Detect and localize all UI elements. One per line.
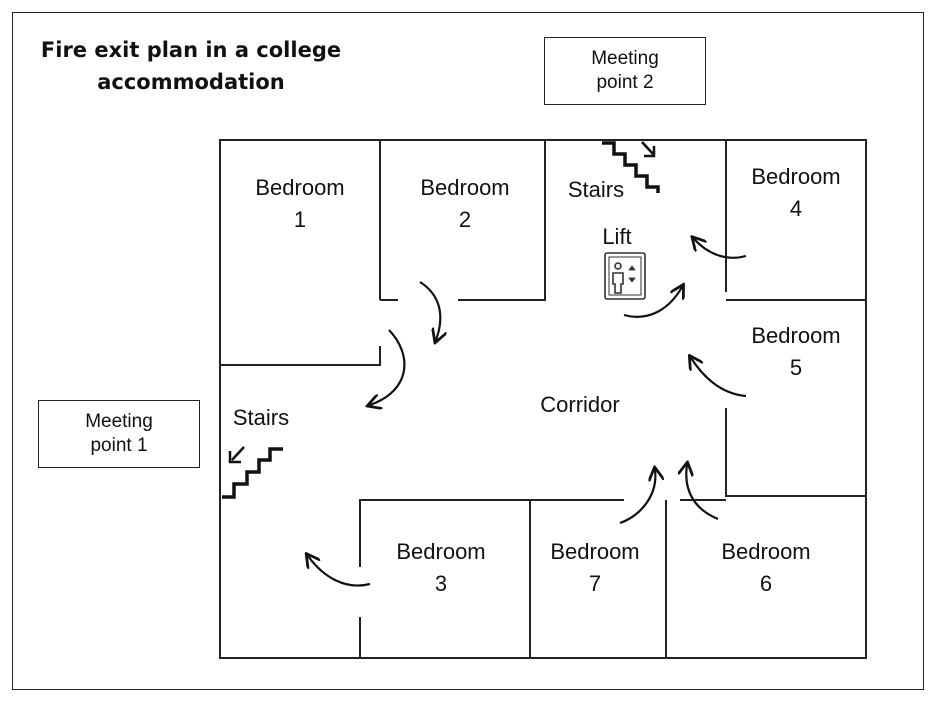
lift-label: Lift [602, 224, 632, 249]
curved-arrow-icon [686, 465, 719, 521]
wall-bedroom-2 [380, 140, 546, 301]
diagram-frame [12, 12, 924, 690]
stairs-left-label: Stairs [232, 405, 290, 430]
lift-icon [604, 252, 646, 300]
exit-route-arrows [308, 239, 747, 587]
curved-arrow-icon [619, 470, 655, 525]
curved-arrow-icon [419, 281, 440, 340]
stairs-icon [222, 446, 283, 499]
meeting-point-2: Meeting point 2 [544, 37, 706, 105]
wall-bedroom-5-6 [725, 408, 866, 497]
curved-arrow-icon [370, 329, 406, 405]
curved-arrow-icon [694, 239, 747, 259]
curved-arrow-icon [308, 556, 371, 587]
stairs-top-label: Stairs [567, 177, 625, 202]
walls [219, 139, 867, 659]
building-outline [219, 139, 867, 659]
meeting-point-2-label: Meeting point 2 [591, 48, 659, 93]
wall-bottom-rooms [359, 499, 726, 658]
diagram-title: Fire exit plan in a college accommodatio… [40, 38, 342, 94]
corridor-label: Corridor [540, 392, 620, 417]
curved-arrow-icon [623, 287, 682, 318]
wall-bedroom-1 [220, 140, 381, 366]
stairs-icon [602, 141, 660, 193]
curved-arrow-icon [691, 358, 747, 398]
meeting-point-1: Meeting point 1 [38, 400, 200, 468]
meeting-point-1-label: Meeting point 1 [85, 411, 153, 456]
